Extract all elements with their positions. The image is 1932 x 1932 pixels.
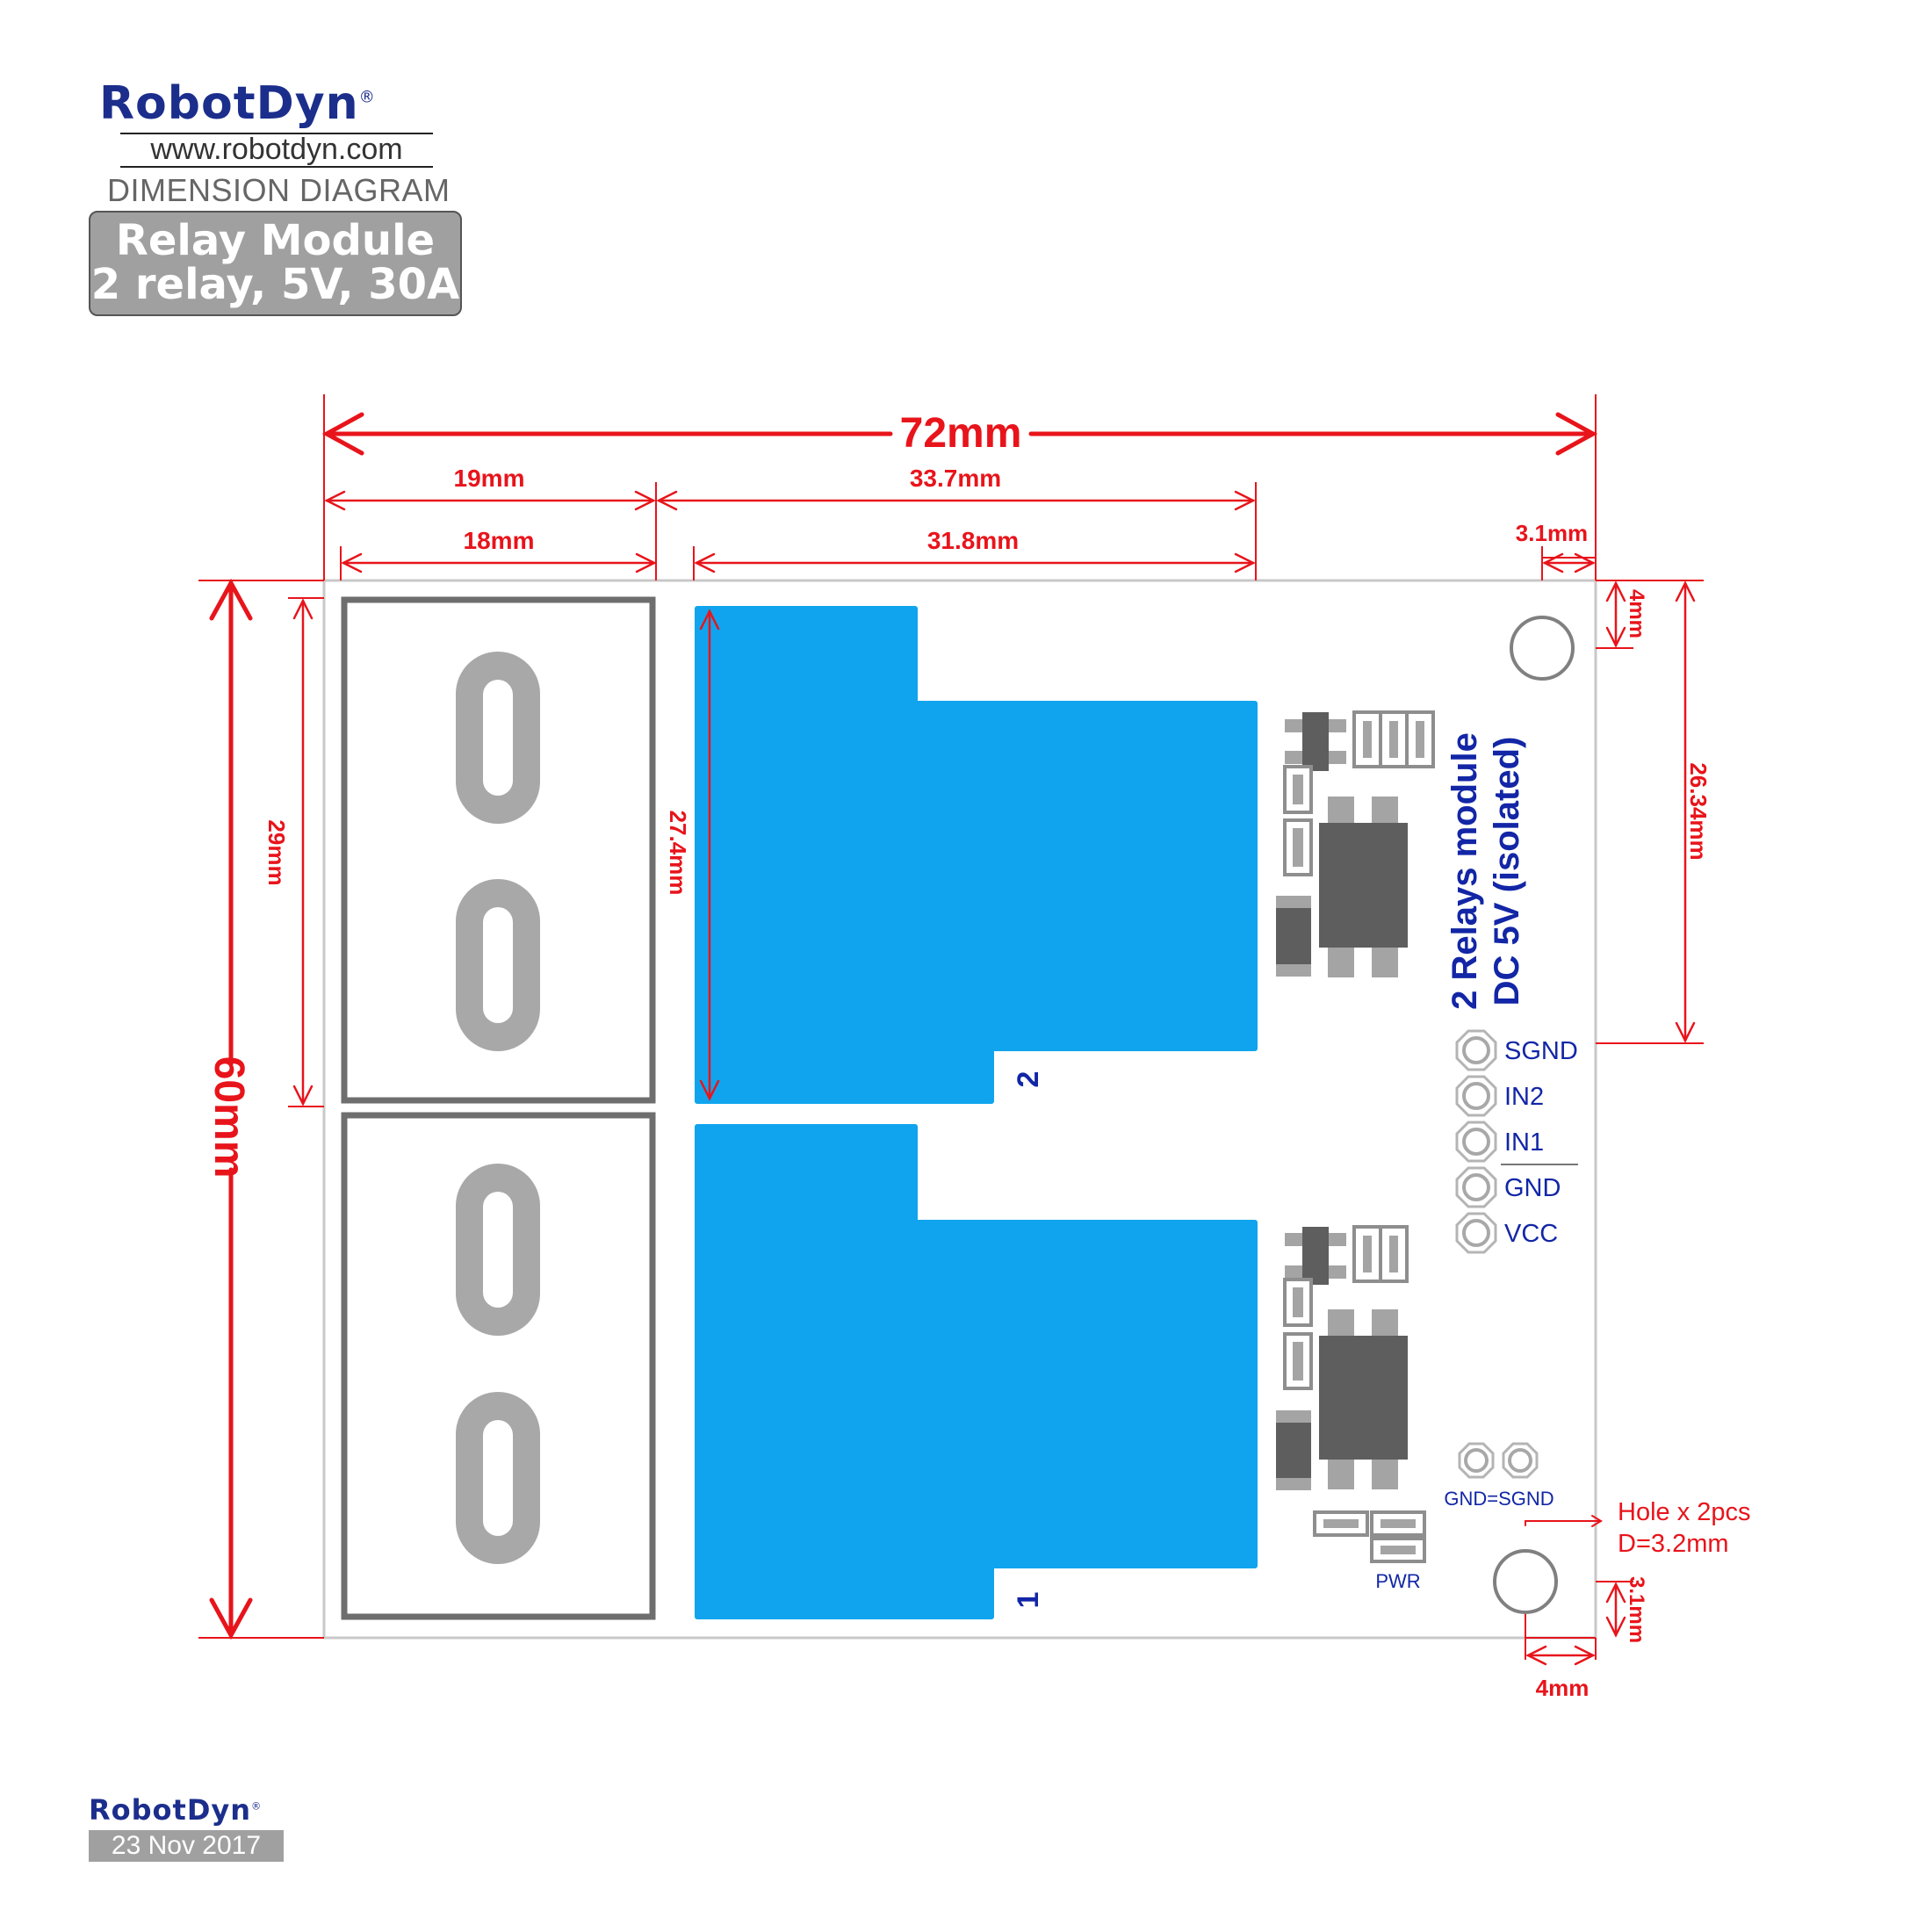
- pin-label-in2: IN2: [1504, 1083, 1544, 1111]
- channel-2-components: [1276, 710, 1435, 977]
- mounting-hole-top: [1510, 616, 1575, 681]
- pin-label-in1: IN1: [1504, 1128, 1544, 1157]
- terminal-block-bottom: [341, 1112, 656, 1620]
- hole-note-line2: D=3.2mm: [1618, 1530, 1729, 1558]
- optocoupler: [1319, 1336, 1408, 1460]
- pwr-led-group: PWR: [1313, 1510, 1426, 1592]
- gnd-sgnd-jumper: GND=SGND: [1444, 1442, 1554, 1510]
- channel-1-components: [1276, 1225, 1409, 1490]
- dim-relay-width: 33.7mm: [910, 465, 1001, 492]
- pin-label-gnd: GND: [1504, 1174, 1561, 1202]
- dim-terminal-width: 18mm: [464, 527, 535, 554]
- relay-1-number: 1: [1012, 1592, 1045, 1609]
- module-label-line2: DC 5V (isolated): [1488, 737, 1526, 1006]
- dim-terminal-height: 29mm: [263, 819, 290, 885]
- dim-terminal-offset: 19mm: [454, 465, 525, 492]
- dim-hole-offset-y-bottom: 3.1mm: [1625, 1576, 1648, 1643]
- optocoupler: [1319, 823, 1408, 948]
- product-title-line1: Relay Module: [115, 216, 436, 265]
- module-label-line1: 2 Relays module: [1445, 732, 1484, 1010]
- footer-brand-name: RobotDyn: [89, 1793, 252, 1827]
- dim-total-height: 60mm: [205, 1056, 252, 1179]
- diode: [1276, 1410, 1311, 1490]
- footer-date: 23 Nov 2017: [89, 1830, 284, 1862]
- website-text: www.robotdyn.com: [150, 133, 403, 166]
- dim-total-width: 72mm: [900, 410, 1022, 457]
- transistor: [1302, 712, 1329, 771]
- hole-note-line1: Hole x 2pcs: [1618, 1498, 1751, 1526]
- relay-2-number: 2: [1012, 1071, 1045, 1088]
- dim-hole-offset-x-bottom: 4mm: [1536, 1675, 1590, 1701]
- dimension-labels: 72mm 19mm 33.7mm 18mm 31.8mm 3.1mm 60mm …: [205, 410, 1712, 1701]
- header-rule-bottom: [120, 166, 433, 168]
- dim-relay-height: 27.4mm: [665, 811, 691, 896]
- extension-lines: [198, 394, 1704, 1660]
- registered-mark: ®: [358, 88, 376, 107]
- dim-pin-offset: 26.34mm: [1685, 762, 1712, 860]
- jumper-label: GND=SGND: [1444, 1488, 1554, 1510]
- dimension-lines: [209, 412, 1696, 1666]
- terminal-block-top: [341, 596, 656, 1104]
- brand-logo: RobotDyn®: [99, 77, 376, 130]
- relay-2-body: [695, 606, 1258, 1104]
- mounting-hole-bottom: [1493, 1549, 1558, 1614]
- diode: [1276, 896, 1311, 977]
- footer-brand-logo: RobotDyn®: [89, 1793, 262, 1827]
- footer-registered-mark: ®: [251, 1800, 263, 1813]
- brand-name: RobotDyn: [99, 77, 359, 130]
- header-pins: SGND IN2 IN1 GND VCC: [1455, 1029, 1578, 1254]
- dim-relay-body-width: 31.8mm: [927, 527, 1019, 554]
- pin-label-vcc: VCC: [1504, 1220, 1558, 1248]
- header-rule-top: [120, 133, 433, 134]
- product-title-line2: 2 relay, 5V, 30A: [90, 260, 460, 309]
- relay-1-body: [695, 1124, 1258, 1619]
- dim-hole-offset-x-top: 3.1mm: [1516, 520, 1588, 546]
- pwr-label: PWR: [1375, 1570, 1420, 1592]
- product-title-box: Relay Module 2 relay, 5V, 30A: [89, 211, 462, 316]
- pin-label-sgnd: SGND: [1504, 1037, 1578, 1065]
- transistor: [1302, 1227, 1329, 1285]
- diagram-type-title: DIMENSION DIAGRAM: [107, 172, 451, 208]
- dim-hole-offset-y-top: 4mm: [1625, 589, 1648, 638]
